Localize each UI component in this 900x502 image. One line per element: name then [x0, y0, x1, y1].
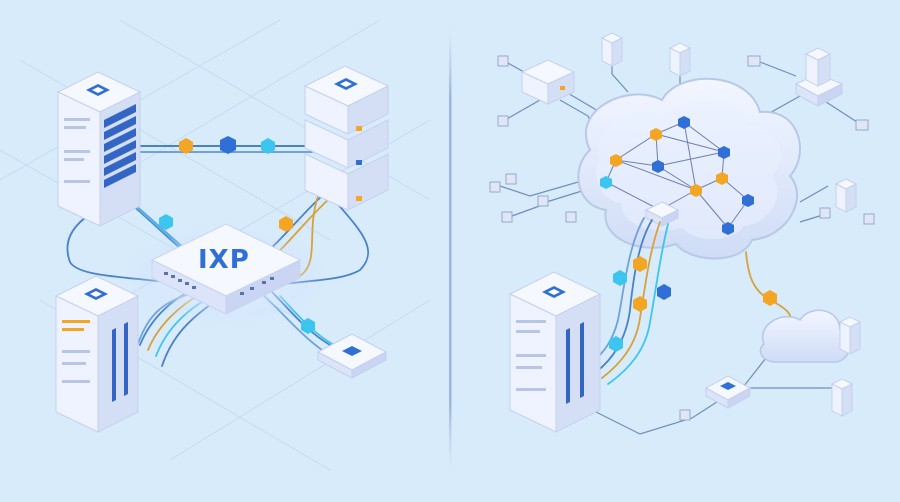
server-top-left-bays: [104, 104, 136, 188]
server-top-right: [303, 65, 390, 211]
server-bottom-left: [54, 275, 140, 433]
mini-server-top-right: [794, 47, 844, 107]
edge-router-right-bottom-logo-icon: [720, 382, 736, 390]
edge-router-left-logo-icon: [342, 346, 362, 356]
ixp-ports: [164, 272, 274, 295]
edge-router-left: [316, 333, 388, 379]
cloud-mesh-nodes: [600, 116, 754, 235]
mini-server-right-middle: [834, 178, 858, 213]
edge-router-right-top: [520, 59, 576, 105]
panel-divider: [449, 30, 452, 470]
server-right-panel-bays: [566, 322, 584, 404]
server-right-panel: [508, 271, 602, 433]
server-top-left-logo-icon: [86, 84, 110, 96]
cloud-uplinks: [591, 217, 793, 385]
cloud-gateway: [644, 201, 680, 227]
edge-router-right-bottom: [704, 375, 752, 409]
ixp-label: IXP: [198, 245, 250, 275]
peripheral-nodes: [489, 55, 875, 421]
mini-server-bottom-2: [830, 378, 854, 417]
server-top-right-logo-icon: [334, 78, 358, 90]
server-top-left: [56, 71, 142, 227]
mini-server-top-1: [600, 32, 624, 67]
mini-server-top-2: [668, 42, 692, 77]
server-bottom-left-bays: [112, 322, 128, 402]
mini-server-bottom-1: [838, 316, 862, 355]
server-right-panel-logo-icon: [542, 286, 566, 298]
ixp-switch: [150, 223, 302, 315]
cloud-uplink-packets: [609, 256, 777, 352]
secondary-cloud: [759, 309, 851, 363]
server-bottom-left-logo-icon: [84, 288, 108, 300]
ixp-link-packets: [159, 214, 315, 334]
backbone-link-packets: [179, 136, 275, 154]
cloud-network: [577, 77, 801, 260]
